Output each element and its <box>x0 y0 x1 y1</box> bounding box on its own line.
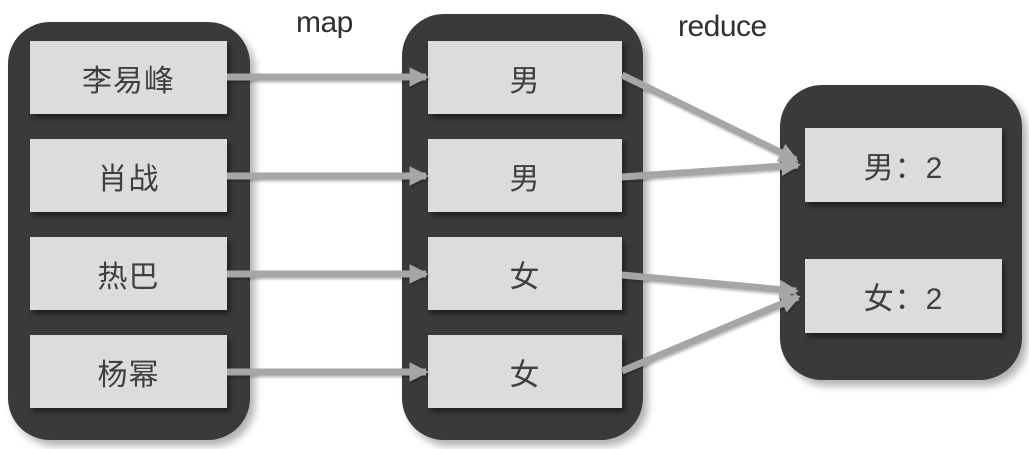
reduce-arrow-0 <box>620 71 799 164</box>
input-node-3: 杨幂 <box>30 335 227 408</box>
reduce-stage-label: reduce <box>678 10 767 43</box>
mapped-node-2: 女 <box>428 237 622 310</box>
input-node-2: 热巴 <box>30 237 227 310</box>
reduced-node-0: 男：2 <box>805 128 1002 202</box>
reduce-arrow-3 <box>620 293 801 375</box>
input-node-1: 肖战 <box>30 139 227 212</box>
mapped-node-1: 男 <box>428 139 622 212</box>
mapped-node-0: 男 <box>428 41 622 114</box>
input-node-0: 李易峰 <box>30 41 227 114</box>
reduce-arrow-2 <box>621 271 799 300</box>
reduced-node-1: 女：2 <box>805 259 1002 333</box>
map-stage-label: map <box>296 6 353 39</box>
reduce-arrow-1 <box>621 156 801 181</box>
mapped-node-3: 女 <box>428 335 622 408</box>
